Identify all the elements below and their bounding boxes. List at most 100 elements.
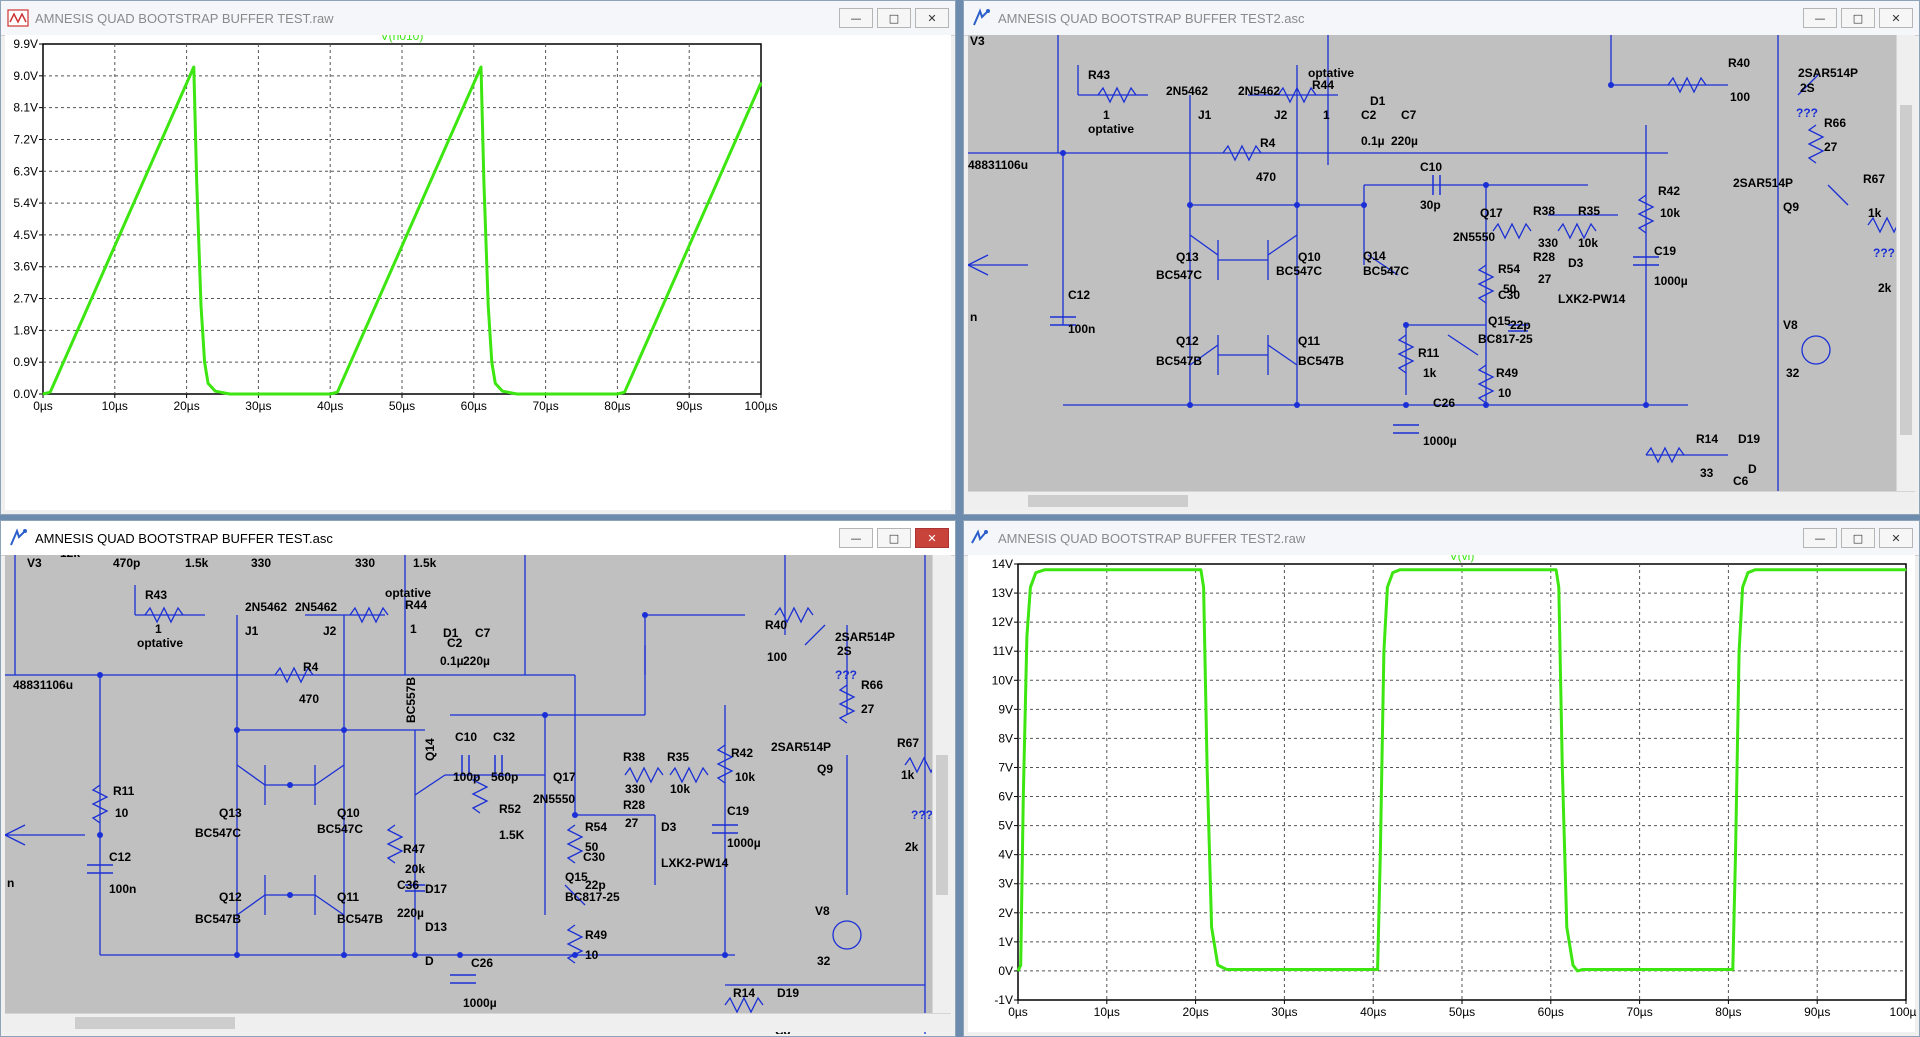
- minimize-button[interactable]: —: [1803, 8, 1837, 28]
- minimize-button[interactable]: —: [839, 528, 873, 548]
- maximize-button[interactable]: □: [877, 8, 911, 28]
- schematic-drawing[interactable]: V3 R43 1 optative 2N5462 J1 2N5462 J2 op…: [967, 34, 1917, 512]
- schematic-canvas[interactable]: V3 R43 1 optative 2N5462 J1 2N5462 J2 op…: [967, 34, 1917, 512]
- y-tick-label: 1.8V: [13, 323, 38, 337]
- title-bar[interactable]: AMNESIS QUAD BOOTSTRAP BUFFER TEST2.raw …: [964, 521, 1919, 556]
- data-point: [623, 391, 626, 393]
- data-point: [1217, 964, 1219, 966]
- y-tick-label: 7.2V: [13, 132, 38, 146]
- trace-label[interactable]: V(vi): [1450, 549, 1475, 563]
- y-tick-label: 9V: [998, 702, 1013, 716]
- x-tick-label: 0µs: [1008, 1005, 1028, 1019]
- close-button[interactable]: ✕: [915, 528, 949, 548]
- label: 2N5462: [1238, 84, 1280, 98]
- label: 27: [861, 702, 875, 716]
- data-point: [1035, 572, 1037, 574]
- label: 2N5462: [295, 600, 337, 614]
- vertical-scrollbar[interactable]: [932, 555, 951, 1014]
- vertical-scrollbar[interactable]: [1896, 35, 1915, 492]
- label: 30p: [1420, 198, 1441, 212]
- x-tick-label: 30µs: [245, 399, 271, 413]
- label: BC547C: [1156, 268, 1202, 282]
- label: 48831106u: [968, 158, 1028, 172]
- label: 1.5k: [413, 556, 437, 570]
- schematic-drawing[interactable]: V3 12k 470p 1.5k 330 330 1.5k R43 1 opta…: [4, 546, 953, 1036]
- close-button[interactable]: ✕: [1879, 528, 1913, 548]
- x-tick-label: 80µs: [1715, 1005, 1741, 1019]
- label: 470: [1256, 170, 1276, 184]
- label: D13: [425, 920, 447, 934]
- label: R49: [585, 928, 607, 942]
- data-point: [1572, 964, 1574, 966]
- label: 1000µ: [727, 836, 761, 850]
- label: 2N5462: [245, 600, 287, 614]
- label: 1k: [1868, 206, 1882, 220]
- title-bar[interactable]: AMNESIS QUAD BOOTSTRAP BUFFER TEST.raw —…: [1, 1, 955, 36]
- label: 1k: [901, 768, 915, 782]
- trace-label[interactable]: V(n010): [381, 29, 424, 43]
- data-point: [516, 393, 518, 395]
- maximize-button[interactable]: □: [877, 528, 911, 548]
- waveform-window-bottom-right[interactable]: AMNESIS QUAD BOOTSTRAP BUFFER TEST2.raw …: [963, 520, 1920, 1037]
- scrollbar-thumb[interactable]: [936, 755, 948, 895]
- schematic-window-top-right[interactable]: AMNESIS QUAD BOOTSTRAP BUFFER TEST2.asc …: [963, 0, 1920, 515]
- title-bar[interactable]: AMNESIS QUAD BOOTSTRAP BUFFER TEST.asc —…: [1, 521, 955, 556]
- label: LXK2-PW14: [661, 856, 729, 870]
- label: 2SAR514P: [1733, 176, 1793, 190]
- close-button[interactable]: ✕: [1879, 8, 1913, 28]
- label: R35: [1578, 204, 1600, 218]
- minimize-button[interactable]: —: [1803, 528, 1837, 548]
- label: C12: [109, 850, 131, 864]
- data-point: [1379, 854, 1381, 856]
- schematic-window-bottom-left[interactable]: AMNESIS QUAD BOOTSTRAP BUFFER TEST.asc —…: [0, 520, 956, 1037]
- label: 1000µ: [1654, 274, 1688, 288]
- minimize-button[interactable]: —: [839, 8, 873, 28]
- waveform-window-top-left[interactable]: AMNESIS QUAD BOOTSTRAP BUFFER TEST.raw —…: [0, 0, 956, 515]
- label: 22p: [1510, 318, 1531, 332]
- window-title: AMNESIS QUAD BOOTSTRAP BUFFER TEST.raw: [35, 10, 334, 26]
- x-tick-label: 80µs: [604, 399, 630, 413]
- label: optative: [385, 586, 431, 600]
- data-point: [1026, 636, 1028, 638]
- label: D: [425, 954, 434, 968]
- label: 10k: [735, 770, 755, 784]
- maximize-button[interactable]: □: [1841, 528, 1875, 548]
- label: 330: [355, 556, 375, 570]
- horizontal-scrollbar[interactable]: [5, 1013, 951, 1032]
- scrollbar-thumb[interactable]: [1900, 105, 1912, 435]
- label: Q12: [1176, 334, 1199, 348]
- scrollbar-thumb[interactable]: [75, 1017, 235, 1029]
- close-button[interactable]: ✕: [915, 8, 949, 28]
- horizontal-scrollbar[interactable]: [968, 491, 1915, 510]
- label: D19: [777, 986, 799, 1000]
- y-tick-label: -1V: [994, 993, 1013, 1007]
- label: C32: [493, 730, 515, 744]
- label: 1: [1103, 108, 1110, 122]
- x-tick-label: 60µs: [1538, 1005, 1564, 1019]
- title-bar[interactable]: AMNESIS QUAD BOOTSTRAP BUFFER TEST2.asc …: [964, 1, 1919, 36]
- x-tick-label: 50µs: [1449, 1005, 1475, 1019]
- schematic-canvas[interactable]: V3 12k 470p 1.5k 330 330 1.5k R43 1 opta…: [4, 546, 953, 1036]
- label: 1: [410, 622, 417, 636]
- y-tick-label: 3.6V: [13, 260, 38, 274]
- label: Q17: [553, 770, 576, 784]
- label: J2: [323, 624, 337, 638]
- label: R54: [1498, 262, 1520, 276]
- label: 10: [1498, 386, 1512, 400]
- data-point: [483, 181, 485, 183]
- data-point: [1230, 968, 1232, 971]
- maximize-button[interactable]: □: [1841, 8, 1875, 28]
- waveform-icon: [7, 9, 29, 27]
- label: ???: [835, 668, 857, 682]
- label: BC547C: [317, 822, 363, 836]
- label: D1: [443, 626, 459, 640]
- label: Q11: [1298, 334, 1320, 348]
- label: V3: [970, 35, 985, 48]
- scrollbar-thumb[interactable]: [1028, 495, 1188, 507]
- data-point: [487, 305, 489, 307]
- x-tick-label: 50µs: [389, 399, 415, 413]
